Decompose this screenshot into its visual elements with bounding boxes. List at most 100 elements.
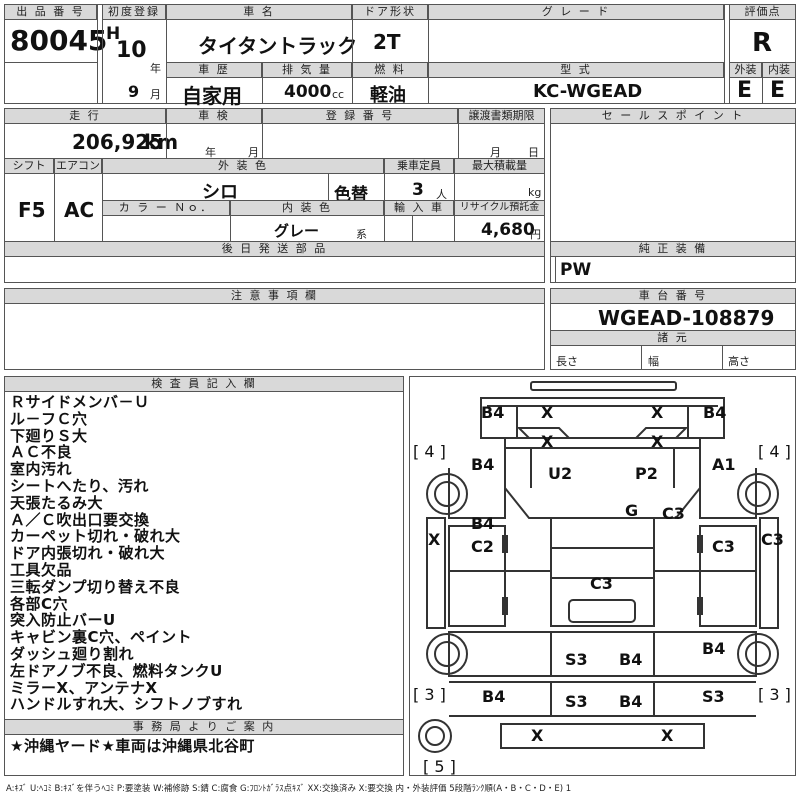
int-color-unit: 系 (356, 228, 367, 241)
year-num: 10 (116, 38, 147, 63)
dmg-p2: P2 (635, 464, 658, 483)
chassis-no: WGEAD-108879 (598, 306, 775, 330)
dmg-s3-a: S3 (565, 650, 588, 669)
dmg-x-br: X (661, 726, 674, 745)
dmg-b4-b: B4 (619, 692, 643, 711)
dmg-x-bl: X (531, 726, 544, 745)
int-color-label: 内 装 色 (230, 200, 384, 216)
genuine: PW (560, 260, 592, 280)
inspector-note: 室内汚れ (10, 460, 73, 479)
interior-label: 内装 (762, 62, 796, 78)
score-label: 評価点 (729, 4, 796, 20)
length-label: 長さ (556, 355, 578, 368)
recycle-unit: 円 (530, 228, 541, 241)
inspector-note: ドア内張切れ・破れ大 (10, 544, 166, 563)
chassis-label: 車 台 番 号 (550, 288, 796, 304)
dmg-x-tr: X (651, 403, 664, 422)
tire-rr: [ 3 ] (758, 685, 791, 704)
transfer-day: 日 (528, 146, 539, 159)
fuel: 軽油 (370, 85, 406, 106)
inspection-label: 車 検 (166, 108, 262, 124)
office-label: 事 務 局 よ り ご 案 内 (4, 719, 404, 735)
inspector-note: 各部C穴 (10, 594, 69, 613)
header-table (4, 4, 796, 104)
inspector-note: Ｒサイドメンバ－Ｕ (10, 393, 150, 411)
inspector-note: 突入防止バーU (10, 611, 116, 630)
fuel-label: 燃 料 (352, 62, 428, 78)
exterior-grade: E (737, 78, 753, 103)
ext-color: シロ (202, 182, 238, 203)
reg-no-label: 登 録 番 号 (262, 108, 458, 124)
interior-grade: E (770, 78, 786, 103)
month-num: 9 (128, 82, 140, 101)
dmg-c3-door: C3 (662, 504, 685, 523)
dmg-s3-b: S3 (565, 692, 588, 711)
sales-point-label: セ ー ル ス ポ イ ン ト (550, 108, 796, 124)
parts-label: 後 日 発 送 部 品 (4, 241, 545, 257)
inspector-note: シートへたり、汚れ (10, 477, 149, 495)
first-reg-label: 初度登録 (102, 4, 166, 20)
inspector-note: 下廻りＳ大 (10, 426, 88, 445)
car-name: タイタントラック (198, 34, 358, 58)
model: KC-WGEAD (533, 81, 643, 102)
inspector-note: ＡＣ不良 (10, 443, 73, 462)
mileage-unit: km (144, 130, 179, 154)
mileage: 206,925 (72, 130, 164, 154)
inspector-note: 工具欠品 (10, 561, 73, 579)
dmg-x-mr: X (651, 432, 664, 451)
dmg-b4-tl: B4 (481, 403, 505, 422)
dmg-b4-r: B4 (702, 639, 726, 658)
recycle-label: リサイクル預託金 (454, 200, 545, 216)
model-label: 型 式 (428, 62, 724, 78)
dmg-b4-side: B4 (471, 514, 495, 533)
genuine-label: 純 正 装 備 (550, 241, 796, 257)
inspector-note: 天張たるみ大 (10, 493, 104, 512)
dmg-c2: C2 (471, 537, 494, 556)
dmg-c3-far: C3 (761, 530, 784, 549)
inspector-note: ル－フＣ穴 (10, 409, 88, 428)
tire-rl: [ 3 ] (413, 685, 446, 704)
transfer-label: 譲渡書類期限 (458, 108, 545, 124)
transfer-month: 月 (490, 146, 501, 159)
ext-color-label: 外 装 色 (102, 158, 384, 174)
tire-spare: [ 5 ] (423, 757, 456, 776)
caution-label: 注 意 事 項 欄 (4, 288, 545, 304)
color-no-label: カ ラ ー Ｎｏ． (102, 200, 230, 216)
inspector-note: ミラーX、アンテナX (10, 678, 158, 697)
car-name-label: 車 名 (166, 4, 352, 20)
shift-label: シフト (4, 158, 54, 174)
ac: AC (64, 198, 95, 222)
history-label: 車 歴 (166, 62, 262, 78)
capacity-unit: 人 (436, 188, 447, 201)
door-label: ドア形状 (352, 4, 428, 20)
dmg-g: G (625, 501, 639, 520)
era: H (106, 24, 121, 44)
max-load-label: 最大積載量 (454, 158, 545, 174)
legend: A:ｷｽﾞ U:ﾍｺﾐ B:ｷｽﾞを伴うﾍｺﾐ P:要塗装 W:補修跡 S:錆 … (6, 784, 572, 794)
import-label: 輸 入 車 (384, 200, 454, 216)
inspector-note: ハンドルすれ大、シフトノブすれ (10, 695, 243, 714)
grade-label: グ レ ー ド (428, 4, 724, 20)
dmg-c3-rside: C3 (712, 537, 735, 556)
history: 自家用 (182, 84, 242, 108)
inspector-note: 三転ダンプ切り替え不良 (10, 577, 181, 596)
dmg-s3-r: S3 (702, 687, 725, 706)
insp-month-unit: 月 (248, 146, 259, 159)
tire-fl: [ 4 ] (413, 442, 446, 461)
truck-outline-svg (418, 381, 779, 753)
displacement: 4000 (284, 82, 332, 102)
int-color: グレー (274, 222, 320, 240)
recycle: 4,680 (481, 220, 535, 240)
vehicle-diagram (409, 376, 796, 776)
specs-label: 諸 元 (550, 330, 796, 346)
inspector-box (4, 376, 404, 776)
dmg-b4-a: B4 (619, 650, 643, 669)
month-unit: 月 (150, 88, 161, 101)
inspector-note: キャビン裏C穴、ペイント (10, 628, 193, 647)
insp-year-unit: 年 (205, 146, 216, 159)
dmg-a1: A1 (712, 455, 736, 474)
capacity-label: 乗車定員 (384, 158, 454, 174)
office-note: ★沖縄ヤード★車両は沖縄県北谷町 (10, 737, 255, 755)
inspector-note: カーペット切れ・破れ大 (10, 527, 181, 546)
year-unit: 年 (150, 62, 161, 75)
